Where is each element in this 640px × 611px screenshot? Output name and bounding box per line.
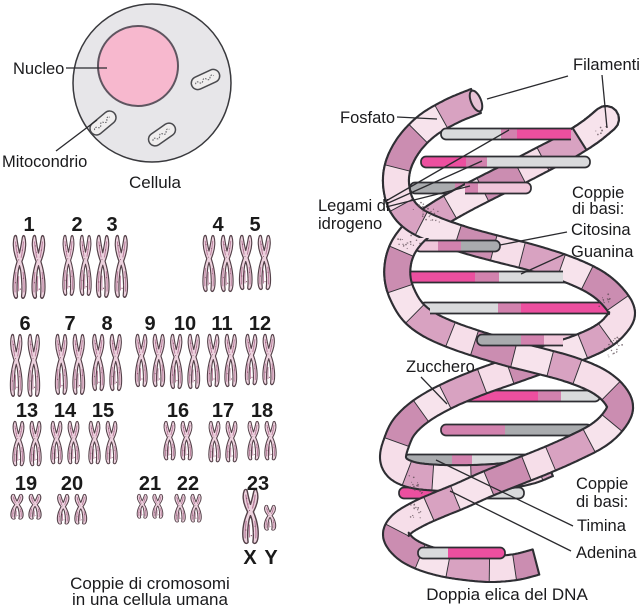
svg-text:Y: Y xyxy=(264,547,278,569)
svg-text:Cellula: Cellula xyxy=(129,173,182,192)
svg-text:Mitocondrio: Mitocondrio xyxy=(2,153,87,171)
svg-text:Coppie di cromosomi: Coppie di cromosomi xyxy=(70,574,230,593)
svg-text:idrogeno: idrogeno xyxy=(318,215,382,233)
svg-text:Doppia elica del DNA: Doppia elica del DNA xyxy=(426,585,588,604)
svg-text:21: 21 xyxy=(139,473,161,495)
svg-text:di basi:: di basi: xyxy=(576,493,628,511)
svg-text:12: 12 xyxy=(249,313,271,335)
svg-text:22: 22 xyxy=(177,473,199,495)
svg-text:3: 3 xyxy=(106,214,117,236)
svg-text:15: 15 xyxy=(92,400,114,422)
svg-text:Legami di: Legami di xyxy=(318,197,390,215)
svg-text:Timina: Timina xyxy=(577,517,627,535)
svg-text:13: 13 xyxy=(16,400,38,422)
svg-text:Guanina: Guanina xyxy=(571,243,634,261)
svg-text:8: 8 xyxy=(101,313,112,335)
svg-text:Coppie: Coppie xyxy=(576,475,628,493)
svg-text:5: 5 xyxy=(249,214,260,236)
svg-text:16: 16 xyxy=(167,400,189,422)
svg-text:14: 14 xyxy=(54,400,77,422)
svg-text:11: 11 xyxy=(211,313,232,335)
svg-text:di basi:: di basi: xyxy=(572,200,624,218)
svg-text:7: 7 xyxy=(64,313,75,335)
svg-text:Nucleo: Nucleo xyxy=(13,60,64,78)
svg-text:20: 20 xyxy=(61,473,83,495)
svg-text:X: X xyxy=(243,547,257,569)
svg-text:Filamenti: Filamenti xyxy=(573,56,640,74)
svg-text:2: 2 xyxy=(71,214,82,236)
svg-text:in una cellula umana: in una cellula umana xyxy=(72,590,228,606)
svg-text:1: 1 xyxy=(23,214,34,236)
svg-text:Citosina: Citosina xyxy=(571,221,631,239)
svg-text:9: 9 xyxy=(144,313,155,335)
svg-text:18: 18 xyxy=(251,400,273,422)
svg-text:Adenina: Adenina xyxy=(576,544,637,562)
svg-text:19: 19 xyxy=(15,473,37,495)
svg-text:10: 10 xyxy=(174,313,196,335)
svg-text:6: 6 xyxy=(19,313,30,335)
svg-text:23: 23 xyxy=(247,473,269,495)
svg-text:4: 4 xyxy=(212,214,224,236)
svg-text:17: 17 xyxy=(212,400,234,422)
svg-text:Zucchero: Zucchero xyxy=(406,358,475,376)
svg-text:Coppie: Coppie xyxy=(572,184,624,202)
svg-text:Fosfato: Fosfato xyxy=(340,109,395,127)
